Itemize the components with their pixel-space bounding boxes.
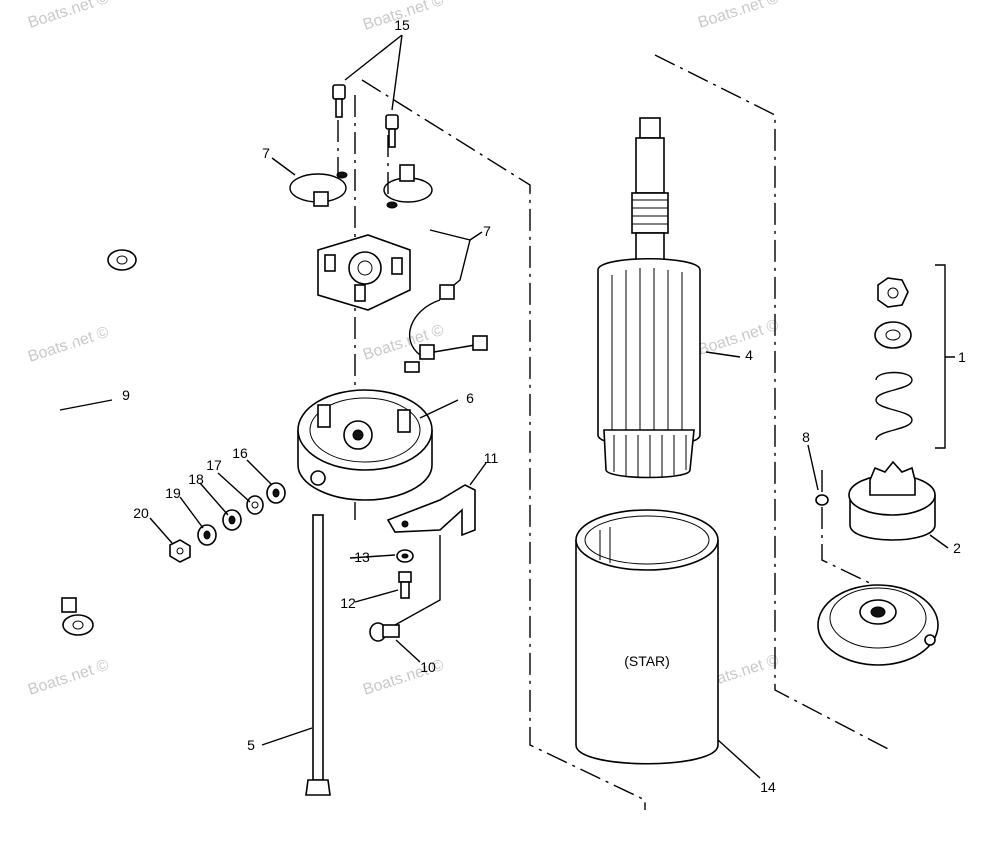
brush-holder-plate	[317, 234, 411, 311]
housing-label: (STAR)	[624, 653, 670, 669]
part-15-screws	[332, 84, 399, 148]
watermark: Boats.net ©	[26, 657, 111, 699]
drive-end-cap	[817, 584, 939, 666]
callout-5: 5	[247, 737, 255, 753]
callout-2: 2	[953, 540, 961, 556]
part-14-housing: (STAR)	[575, 509, 719, 765]
callout-7: 7	[483, 223, 491, 239]
callout-20: 20	[133, 505, 149, 521]
part-4-armature	[597, 117, 701, 479]
callout-1: 1	[958, 349, 966, 365]
callout-8: 8	[802, 429, 810, 445]
part-5-through-bolt	[305, 514, 331, 796]
callout-9: 9	[122, 387, 130, 403]
part-6-end-cap	[297, 389, 433, 501]
callout-13: 13	[354, 549, 370, 565]
callout-labels: 15 7 7 9 6 4 1 8 11 2 16 17 18 19 20 13 …	[122, 17, 966, 795]
parts-10-12-13	[369, 535, 441, 642]
brush-lead-wire	[404, 229, 488, 373]
part-9-cable	[53, 249, 137, 636]
callout-19: 19	[165, 485, 181, 501]
callout-15: 15	[394, 17, 410, 33]
part-2-pinion	[815, 460, 936, 541]
callout-14: 14	[760, 779, 776, 795]
watermark: Boats.net ©	[26, 0, 111, 32]
callout-7: 7	[262, 145, 270, 161]
watermark: Boats.net ©	[696, 0, 781, 32]
part-1-drive-assembly	[874, 277, 913, 441]
part-7-brush-springs	[289, 164, 433, 209]
callout-18: 18	[188, 471, 204, 487]
callout-10: 10	[420, 659, 436, 675]
callout-4: 4	[745, 347, 753, 363]
callout-12: 12	[340, 595, 356, 611]
parts-16-20-hardware	[169, 482, 286, 563]
callout-16: 16	[232, 445, 248, 461]
callout-6: 6	[466, 390, 474, 406]
watermark: Boats.net ©	[26, 324, 111, 366]
leader-lines	[59, 34, 955, 779]
callout-17: 17	[206, 457, 222, 473]
callout-11: 11	[484, 450, 499, 466]
part-11-bracket	[386, 484, 476, 537]
